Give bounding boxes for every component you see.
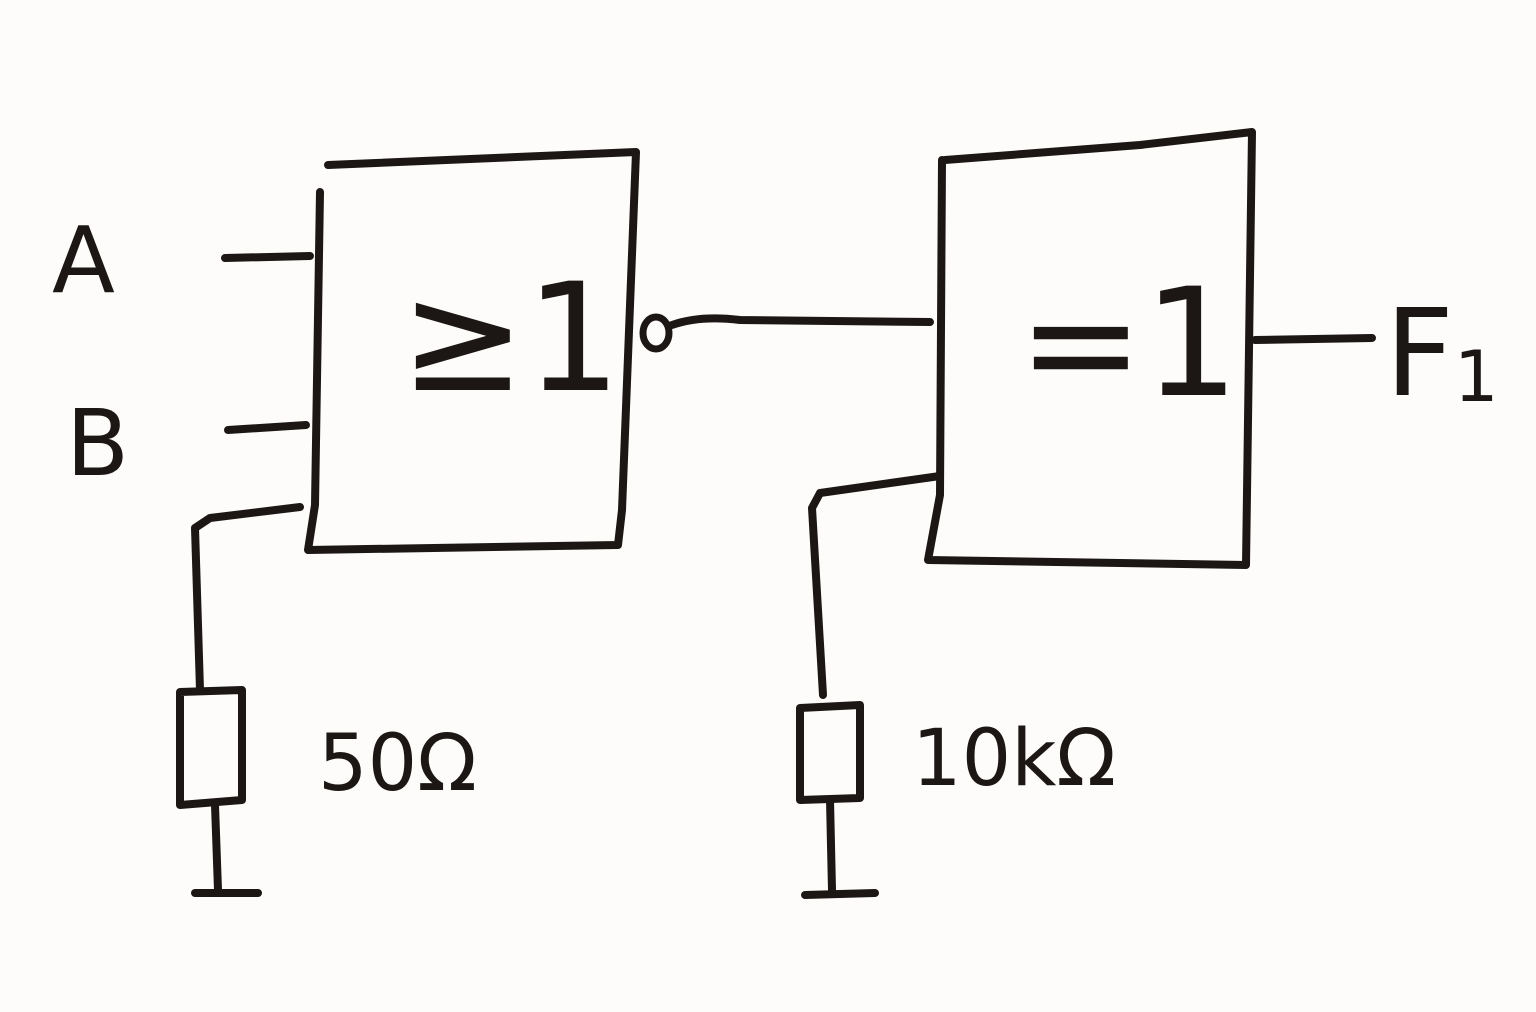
left-pulldown-wire	[191, 503, 304, 694]
left-ground-icon	[191, 801, 262, 897]
or-gate-symbol: ≥1	[400, 252, 621, 426]
gate-link-wire	[668, 314, 934, 329]
left-pulldown-branch: 50Ω	[176, 503, 477, 897]
xor-gate-body	[924, 128, 1256, 569]
output-label: F1	[1385, 285, 1499, 424]
output-wire	[1251, 334, 1376, 344]
left-resistor-value: 50Ω	[318, 719, 477, 809]
right-pulldown-branch: 10kΩ	[796, 472, 1116, 899]
or-gate-body	[304, 148, 640, 554]
xor-gate: =1	[924, 128, 1256, 569]
right-resistor	[796, 701, 864, 804]
inversion-bubble-icon	[639, 313, 673, 353]
input-b-label: B	[66, 390, 129, 497]
right-pulldown-wire	[808, 472, 944, 699]
xor-gate-symbol: =1	[1018, 257, 1239, 431]
left-resistor	[176, 686, 246, 809]
right-ground-icon	[801, 796, 879, 899]
input-a-wire	[221, 252, 314, 262]
or-gate: ≥1	[304, 148, 673, 554]
input-b-wire	[224, 421, 310, 434]
right-resistor-value: 10kΩ	[912, 714, 1116, 804]
input-a-label: A	[52, 207, 115, 314]
